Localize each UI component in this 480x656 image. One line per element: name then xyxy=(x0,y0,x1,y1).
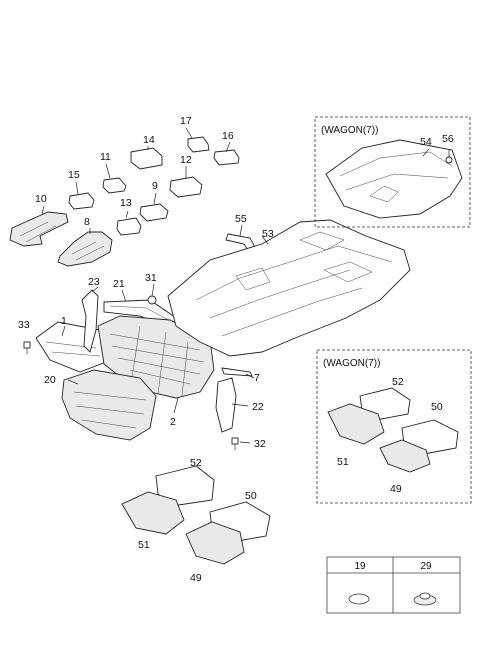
callout-12: 12 xyxy=(180,154,192,166)
callout-22: 22 xyxy=(252,401,264,413)
callout-49: 49 xyxy=(190,572,202,584)
callout-labels: 14 17 16 11 12 15 9 13 10 8 55 53 23 21 … xyxy=(18,115,454,584)
part-12-mat xyxy=(169,176,203,198)
callout-53: 53 xyxy=(262,228,274,240)
part-17-mat xyxy=(187,136,210,153)
part-32-clip xyxy=(231,437,239,450)
part-7-strip xyxy=(221,367,253,377)
part-8-mat xyxy=(57,231,113,267)
callout-51-wagon: 51 xyxy=(337,456,349,468)
part-56-clip xyxy=(445,149,453,164)
part-15-mat xyxy=(68,192,95,210)
callout-50-wagon: 50 xyxy=(431,401,443,413)
part-14-mat xyxy=(130,146,163,170)
leader-lines xyxy=(41,127,269,444)
legend-table: 19 29 xyxy=(326,556,461,614)
legend-col-19: 19 xyxy=(354,561,366,572)
grommet-icon xyxy=(348,593,370,605)
wagon-mat-51 xyxy=(327,403,385,445)
callout-21: 21 xyxy=(113,278,125,290)
callout-55: 55 xyxy=(235,213,247,225)
mat-49-rear xyxy=(185,521,245,565)
part-54-cargo-carpet xyxy=(325,139,463,219)
callout-23: 23 xyxy=(88,276,100,288)
mat-52-front xyxy=(155,465,215,507)
callout-8: 8 xyxy=(84,216,90,228)
part-31-clip xyxy=(147,295,157,305)
callout-20: 20 xyxy=(44,374,56,386)
callout-52-wagon: 52 xyxy=(392,376,404,388)
wagon-mid-box: (WAGON(7)) xyxy=(316,349,472,504)
callout-2: 2 xyxy=(170,416,176,428)
wagon-top-box: (WAGON(7)) xyxy=(314,116,471,228)
part-9-mat xyxy=(139,203,169,222)
callout-1: 1 xyxy=(61,315,67,327)
wagon-top-title: (WAGON(7)) xyxy=(321,125,378,136)
mat-51-front xyxy=(121,491,185,535)
callout-49-wagon: 49 xyxy=(390,483,402,495)
callout-16: 16 xyxy=(222,130,234,142)
part-11-mat xyxy=(102,177,127,194)
part-16-mat xyxy=(213,149,240,166)
callout-56: 56 xyxy=(442,133,454,145)
clip-nut-icon xyxy=(413,592,437,606)
callout-10: 10 xyxy=(35,193,47,205)
callout-52: 52 xyxy=(190,457,202,469)
callout-50: 50 xyxy=(245,490,257,502)
callout-14: 14 xyxy=(143,134,155,146)
callout-33: 33 xyxy=(18,319,30,331)
callout-31: 31 xyxy=(145,272,157,284)
part-33-clip xyxy=(23,341,31,354)
callout-13: 13 xyxy=(120,197,132,209)
legend-col-29: 29 xyxy=(420,561,432,572)
callout-7: 7 xyxy=(254,372,260,384)
part-20-lower-insulator xyxy=(61,369,157,441)
part-13-mat xyxy=(116,217,142,236)
callout-54: 54 xyxy=(420,136,432,148)
callout-17: 17 xyxy=(180,115,192,127)
callout-9: 9 xyxy=(152,180,158,192)
part-22-side-panel xyxy=(215,377,237,433)
part-10-mat xyxy=(9,211,69,247)
part-53-floor-carpet xyxy=(167,219,411,357)
callout-11: 11 xyxy=(100,151,111,163)
wagon-mat-49 xyxy=(379,439,431,473)
callout-51: 51 xyxy=(138,539,150,551)
wagon-mid-title: (WAGON(7)) xyxy=(323,358,380,369)
callout-15: 15 xyxy=(68,169,80,181)
callout-32: 32 xyxy=(254,438,266,450)
